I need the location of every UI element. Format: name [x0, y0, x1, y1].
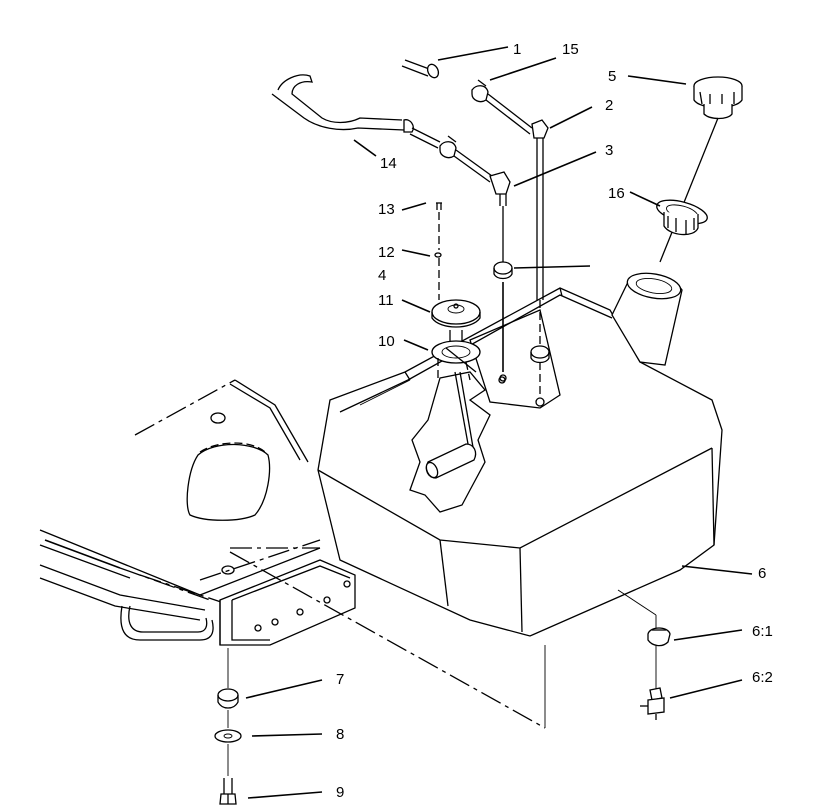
fuel-shutoff-assembly	[617, 589, 671, 720]
callout-9: 9	[336, 784, 344, 801]
fuel-sender-assembly	[431, 202, 481, 381]
callout-6-1: 6:1	[752, 623, 773, 640]
callout-6: 6	[758, 565, 766, 582]
callout-1: 1	[513, 41, 521, 58]
callout-4: 4	[378, 267, 386, 284]
callout-16: 16	[608, 185, 625, 202]
callout-7: 7	[336, 671, 344, 688]
callout-5: 5	[608, 68, 616, 85]
fuel-tank	[317, 272, 723, 637]
callout-8: 8	[336, 726, 344, 743]
callout-3: 3	[605, 142, 613, 159]
callout-13: 13	[378, 201, 395, 218]
callout-labels: 1 2 3 4 5 6 6:1 6:2 7 8 9 10 11 12 13 14…	[336, 41, 773, 801]
mount-hardware	[214, 648, 242, 805]
callout-12: 12	[378, 244, 395, 261]
vent-hose-assembly	[271, 59, 550, 396]
callout-10: 10	[378, 333, 395, 350]
callout-14: 14	[380, 155, 397, 172]
callout-15: 15	[562, 41, 579, 58]
frame-assembly	[39, 379, 546, 729]
callout-11: 11	[378, 292, 394, 309]
leader-lines	[245, 46, 753, 799]
fuel-cap-assembly	[656, 76, 743, 263]
callout-2: 2	[605, 97, 613, 114]
callout-6-2: 6:2	[752, 669, 773, 686]
